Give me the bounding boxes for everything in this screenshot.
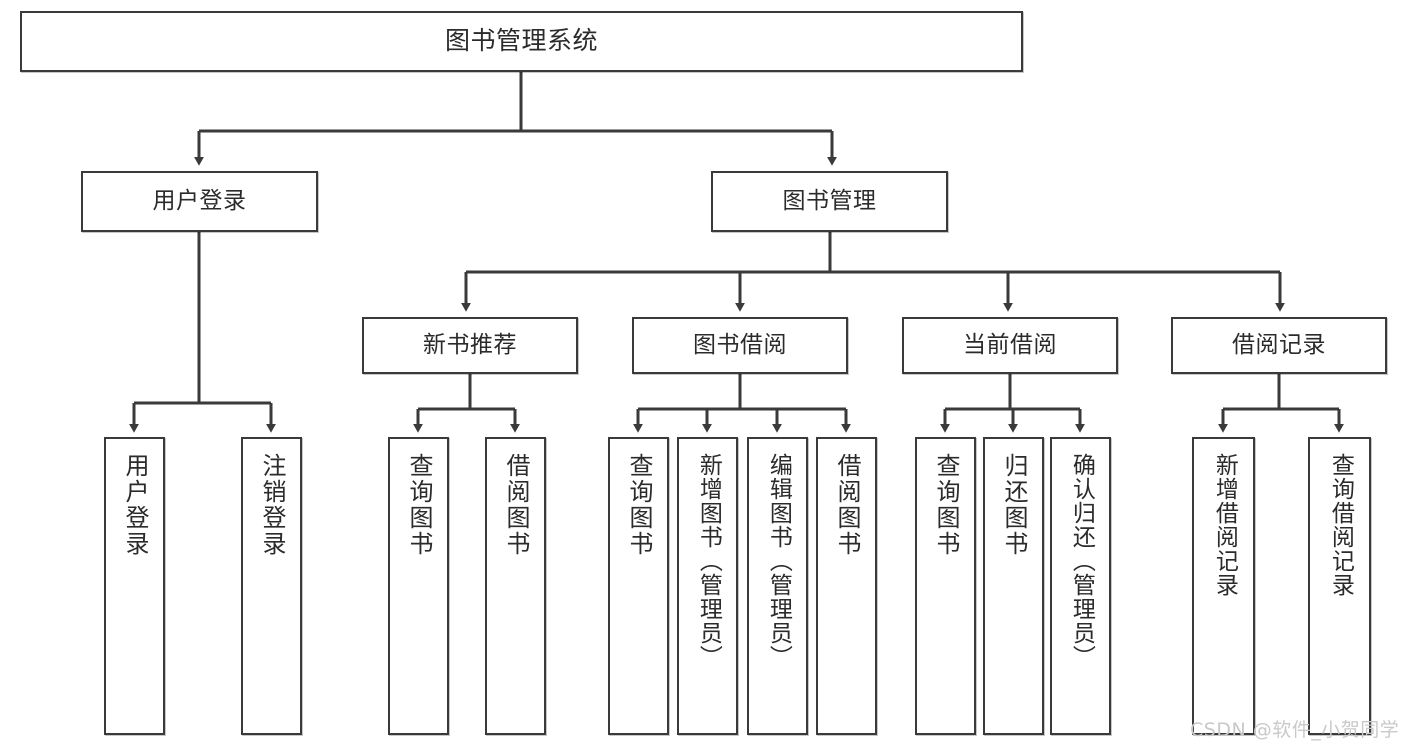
node-book-management[interactable]: 图书管理	[711, 171, 948, 232]
node-label: 借阅记录	[1232, 332, 1326, 359]
node-leaf-return-book[interactable]: 归还图书	[983, 437, 1044, 735]
node-user-login[interactable]: 用户登录	[81, 171, 318, 232]
node-label: 注销登录	[257, 453, 286, 557]
node-leaf-edit-book-admin[interactable]: 编辑图书（管理员）	[747, 437, 808, 735]
node-new-book-recommend[interactable]: 新书推荐	[362, 317, 578, 374]
node-leaf-query-borrow-record[interactable]: 查询借阅记录	[1308, 437, 1371, 735]
node-leaf-user-login[interactable]: 用户登录	[104, 437, 165, 735]
node-label: 归还图书	[999, 453, 1028, 557]
node-label: 图书借阅	[693, 332, 787, 359]
node-leaf-borrow-book[interactable]: 借阅图书	[816, 437, 877, 735]
node-leaf-logout[interactable]: 注销登录	[241, 437, 302, 735]
node-borrow-records[interactable]: 借阅记录	[1171, 317, 1387, 374]
node-root[interactable]: 图书管理系统	[20, 11, 1023, 72]
csdn-watermark: CSDN @软件_小贺同学	[1190, 719, 1400, 741]
node-label: 确认归还（管理员）	[1068, 453, 1095, 669]
node-leaf-add-book-admin[interactable]: 新增图书（管理员）	[677, 437, 738, 735]
node-label: 图书管理系统	[444, 26, 598, 56]
node-leaf-confirm-return-admin[interactable]: 确认归还（管理员）	[1050, 437, 1111, 735]
node-label: 用户登录	[120, 453, 149, 557]
node-leaf-query-book-recommend[interactable]: 查询图书	[388, 437, 449, 735]
node-label: 图书管理	[782, 188, 877, 215]
node-label: 查询图书	[624, 453, 653, 557]
node-current-borrow[interactable]: 当前借阅	[902, 317, 1118, 374]
node-book-borrow[interactable]: 图书借阅	[632, 317, 848, 374]
node-label: 新书推荐	[423, 332, 517, 359]
node-leaf-query-book-borrow[interactable]: 查询图书	[608, 437, 669, 735]
node-leaf-add-borrow-record[interactable]: 新增借阅记录	[1192, 437, 1255, 735]
node-label: 新增图书（管理员）	[695, 453, 722, 669]
node-label: 查询借阅记录	[1327, 453, 1354, 597]
node-label: 用户登录	[152, 188, 247, 215]
node-leaf-query-book-current[interactable]: 查询图书	[915, 437, 976, 735]
node-leaf-borrow-book-recommend[interactable]: 借阅图书	[485, 437, 546, 735]
node-label: 借阅图书	[832, 453, 861, 557]
node-label: 当前借阅	[963, 332, 1057, 359]
node-label: 查询图书	[404, 453, 433, 557]
node-label: 新增借阅记录	[1211, 453, 1238, 597]
node-label: 查询图书	[931, 453, 960, 557]
node-label: 编辑图书（管理员）	[765, 453, 792, 669]
node-label: 借阅图书	[501, 453, 530, 557]
